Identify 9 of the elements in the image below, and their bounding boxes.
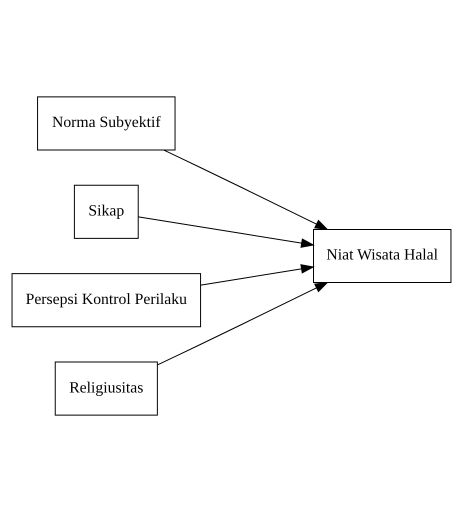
node-box: Sikap (74, 184, 139, 239)
node-box: Religiusitas (54, 362, 158, 416)
node-box: Niat Wisata Halal (313, 229, 452, 283)
arrow (200, 264, 315, 286)
arrow (163, 149, 329, 230)
node-box: Norma Subyektif (37, 96, 176, 150)
arrow (138, 216, 315, 248)
node-box: Persepsi Kontrol Perilaku (12, 273, 202, 328)
arrow (157, 282, 329, 366)
